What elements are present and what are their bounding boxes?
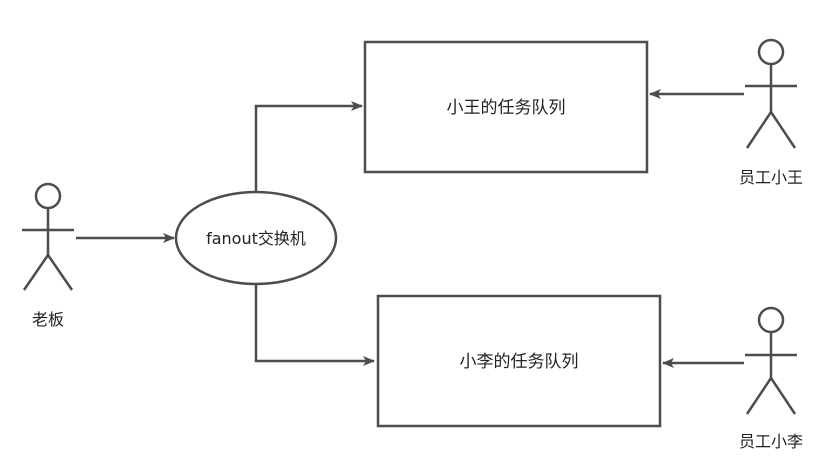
- arrow-exchange-to-queue-wang: [254, 101, 363, 192]
- queue-li-label: 小李的任务队列: [460, 352, 579, 372]
- queue-li: 小李的任务队列: [376, 294, 662, 428]
- actor-employee-wang: 员工小王: [739, 38, 803, 187]
- actor-employee-li: 员工小李: [739, 306, 803, 451]
- queue-wang: 小王的任务队列: [363, 40, 649, 174]
- arrow-exchange-to-queue-li: [254, 284, 375, 366]
- exchange-node: fanout交换机: [174, 190, 338, 286]
- actor-boss: 老板: [22, 182, 74, 329]
- actor-employee-wang-label: 员工小王: [739, 168, 803, 187]
- actor-employee-li-label: 员工小李: [739, 432, 803, 451]
- queue-wang-label: 小王的任务队列: [447, 98, 566, 118]
- stick-figure-icon: [745, 306, 797, 415]
- exchange-label: fanout交换机: [206, 229, 306, 248]
- stick-figure-icon: [22, 182, 74, 291]
- actor-boss-label: 老板: [32, 310, 64, 329]
- stick-figure-icon: [745, 38, 797, 149]
